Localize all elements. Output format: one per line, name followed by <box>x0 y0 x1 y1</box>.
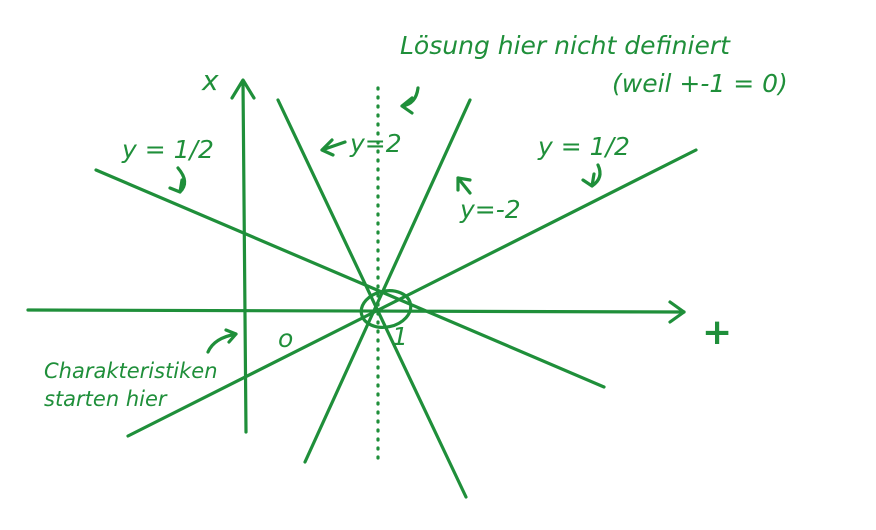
x-axis-label: x <box>201 64 219 97</box>
arrow-start <box>206 328 238 354</box>
label-y-2: y=2 <box>349 129 402 158</box>
characteristic-line-y-half-left <box>94 168 606 389</box>
x-axis-line <box>241 80 248 434</box>
label-y-minus-2: y=-2 <box>459 195 521 224</box>
annotation-undefined-line2: (weil +-1 = 0) <box>612 69 788 98</box>
t-axis-line <box>26 308 686 314</box>
arrow-y-minus-2 <box>456 176 472 195</box>
characteristic-line-y-minus-2 <box>303 98 472 464</box>
arrow-y-half-left <box>168 166 187 194</box>
annotation-undefined-line1: Lösung hier nicht definiert <box>400 31 731 60</box>
tick-label-zero: o <box>278 324 293 353</box>
annotation-start-line2: starten hier <box>44 387 168 411</box>
label-y-half-left: y = 1/2 <box>121 135 214 164</box>
arrow-y-half-right <box>581 163 602 188</box>
axes <box>26 78 686 434</box>
characteristic-line-y-half-right <box>126 148 698 438</box>
annotation-start-line1: Charakteristiken <box>44 359 218 383</box>
arrow-undefined <box>400 86 420 115</box>
x-axis-arrowhead <box>230 78 256 100</box>
characteristic-lines <box>94 98 698 499</box>
t-axis-label: + <box>702 312 732 353</box>
characteristic-line-y-2 <box>276 98 468 499</box>
arrow-y-2 <box>320 138 347 157</box>
label-y-half-right: y = 1/2 <box>537 132 630 161</box>
t-axis-arrowhead <box>668 300 686 324</box>
intersection-circle <box>359 289 413 329</box>
tick-label-one: 1 <box>392 322 408 351</box>
